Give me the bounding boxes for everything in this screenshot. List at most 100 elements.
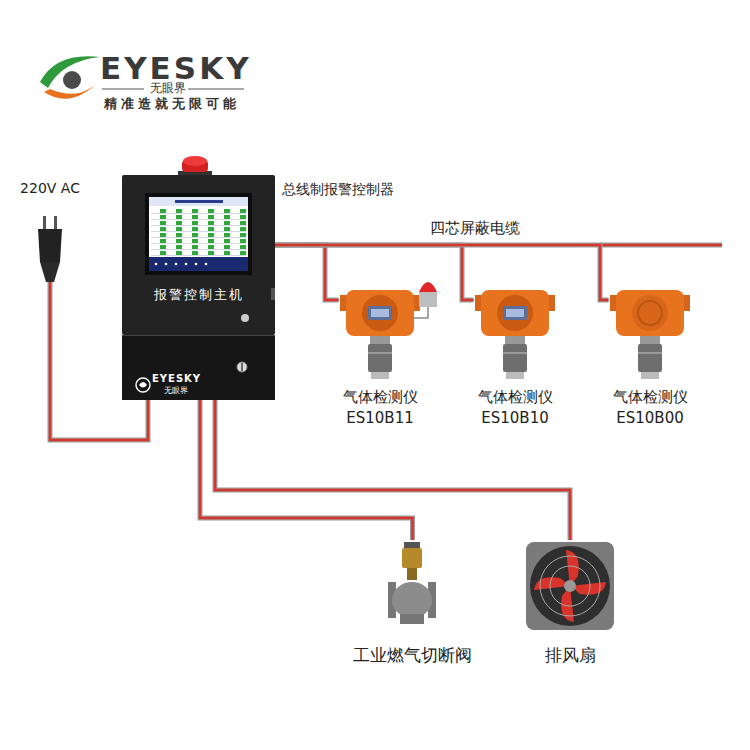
cable-connector xyxy=(215,400,570,540)
drawing-part xyxy=(38,229,62,262)
cable-connector xyxy=(275,245,474,300)
drawing-part xyxy=(503,344,527,372)
drawing-part xyxy=(404,542,420,548)
drawing-part xyxy=(407,568,417,580)
cable-core xyxy=(275,245,339,300)
drawing-part xyxy=(402,548,422,568)
drawing-part xyxy=(548,295,555,311)
drawing-part xyxy=(205,263,208,266)
drawing-part xyxy=(139,382,147,388)
drawing-part xyxy=(368,306,392,320)
alarm-beacon xyxy=(414,282,437,318)
drawing-part xyxy=(122,175,275,335)
model-number: ES10B10 xyxy=(474,409,557,427)
drawing-part xyxy=(145,193,252,275)
drawing-part xyxy=(368,344,392,372)
drawing-part xyxy=(195,263,198,266)
cable-shield xyxy=(50,282,148,440)
bus-cable xyxy=(600,245,722,246)
cable-connector xyxy=(50,282,148,440)
drawing-part xyxy=(43,216,46,229)
cable-shield xyxy=(275,245,474,300)
brand-text: EYESKY xyxy=(152,373,201,385)
controller-unit: 总线制报警控制器报警控制主机EYESKY无眼界 xyxy=(122,175,275,400)
device-name: 工业燃气切断阀 xyxy=(349,645,476,665)
drawing-part xyxy=(638,352,662,354)
cable-core xyxy=(50,282,148,440)
model-number: ES10B00 xyxy=(609,409,692,427)
drawing-part xyxy=(638,344,662,372)
power-source: 220V AC xyxy=(15,180,85,282)
gas-detector xyxy=(340,290,420,379)
drawing-part xyxy=(392,582,432,618)
drawing-part xyxy=(149,197,248,206)
drawing-part xyxy=(414,307,428,318)
drawing-part xyxy=(540,556,600,616)
drawing-part xyxy=(400,614,424,624)
drawing-part xyxy=(185,263,188,266)
controller-title: 总线制报警控制器 xyxy=(282,181,394,198)
drawing-part xyxy=(40,56,100,88)
drawing-part xyxy=(419,282,437,292)
drawing-part xyxy=(600,244,722,246)
drawing-part xyxy=(63,71,81,89)
device-name: 气体检测仪 xyxy=(609,388,692,406)
drawing-part xyxy=(530,546,610,626)
drawing-part xyxy=(136,378,150,392)
drawing-part xyxy=(481,290,549,336)
drawing-part xyxy=(610,295,617,311)
cable-shield xyxy=(275,245,339,300)
gas-detector xyxy=(610,290,690,379)
device-name: 气体检测仪 xyxy=(339,388,422,406)
drawing-part xyxy=(641,372,659,379)
cable-shield xyxy=(215,400,570,540)
drawing-part xyxy=(102,89,144,90)
drawing-part xyxy=(340,295,347,311)
drawing-part xyxy=(149,197,248,271)
drawing-part xyxy=(506,309,524,317)
drawing-part xyxy=(550,566,590,606)
shutoff-valve xyxy=(388,542,436,624)
drawing-part xyxy=(419,292,437,307)
fan-unit: 排风扇 xyxy=(520,540,620,670)
model-number: ES10B11 xyxy=(339,409,422,427)
drawing-part xyxy=(497,295,533,331)
voltage-label: 220V AC xyxy=(15,180,85,197)
drawing-part xyxy=(616,290,684,336)
drawing-part xyxy=(188,89,244,90)
drawing-part xyxy=(346,290,414,336)
drawing-part xyxy=(503,306,527,320)
drawing-part xyxy=(122,336,275,400)
drawing-part xyxy=(151,208,246,256)
drawing-part xyxy=(149,257,248,271)
drawing-part xyxy=(362,295,398,331)
drawing-part xyxy=(175,263,178,266)
device-name: 排风扇 xyxy=(520,645,620,665)
detector-unit: 气体检测仪 ES10B11 xyxy=(339,285,422,435)
drawing-part xyxy=(632,295,668,331)
drawing-part xyxy=(564,580,576,592)
drawing-part xyxy=(503,352,527,354)
drawing-part xyxy=(183,156,207,166)
brand-subtext: 无眼界 xyxy=(164,386,188,396)
drawing-part xyxy=(40,262,60,282)
slogan-text: 精准造就无限可能 xyxy=(104,96,240,112)
drawing-part xyxy=(683,295,690,311)
cable-core xyxy=(275,245,609,300)
drawing-part xyxy=(526,542,614,630)
drawing-part xyxy=(370,336,390,344)
cable-core xyxy=(215,400,570,540)
drawing-part xyxy=(505,336,525,344)
cable-connector xyxy=(275,245,609,300)
drawing-part xyxy=(475,295,482,311)
drawing-part xyxy=(638,301,662,325)
drawing-part xyxy=(271,288,275,300)
controller-housing xyxy=(122,156,275,400)
exhaust-fan xyxy=(526,542,614,630)
cable-shield xyxy=(275,245,609,300)
cable-connector xyxy=(275,245,339,300)
drawing-part xyxy=(506,372,524,379)
device-name: 气体检测仪 xyxy=(474,388,557,406)
